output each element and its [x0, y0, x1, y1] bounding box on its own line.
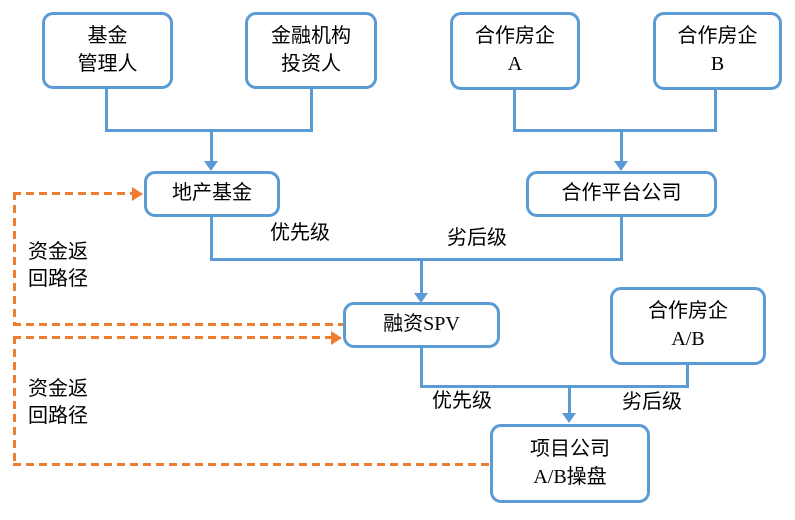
return-path-bottom-vertical [13, 336, 16, 466]
node-financing-spv: 融资SPV [343, 302, 500, 348]
label-return-path-bottom: 资金返 回路径 [28, 378, 88, 427]
arrowhead-right-icon [331, 331, 342, 345]
arrowhead-down-icon [562, 413, 576, 423]
connector-fund-manager-down [105, 88, 108, 132]
node-project-company: 项目公司 A/B操盘 [490, 424, 650, 503]
arrowhead-down-icon [614, 161, 628, 171]
return-path-top-from-spv [13, 323, 343, 326]
label-return-path-top: 资金返 回路径 [28, 241, 88, 290]
node-real-estate-fund: 地产基金 [144, 171, 280, 217]
label-junior-tranche-bottom: 劣后级 [622, 391, 682, 413]
connector-platform-down [620, 215, 623, 261]
return-path-top-to-fund [13, 192, 132, 195]
connector-into-project-company [568, 385, 571, 416]
label-junior-tranche-top: 劣后级 [447, 227, 507, 249]
arrowhead-right-icon [132, 187, 143, 201]
node-platform-company: 合作平台公司 [526, 171, 717, 217]
connector-fund-down [210, 215, 213, 261]
connector-into-platform-company [620, 129, 623, 163]
return-path-bottom-from-project [13, 463, 490, 466]
connector-mid-merge [210, 258, 623, 261]
connector-investor-down [310, 88, 313, 132]
connector-bottom-merge [420, 385, 689, 388]
connector-partner-ab-down [686, 363, 689, 388]
arrowhead-down-icon [414, 293, 428, 303]
connector-top-right-merge [513, 129, 717, 132]
label-senior-tranche-bottom: 优先级 [432, 390, 492, 412]
node-fund-manager: 基金 管理人 [42, 12, 173, 89]
connector-partner-b-down [714, 88, 717, 132]
node-partner-developer-b: 合作房企 B [653, 12, 782, 90]
connector-top-left-merge [105, 129, 313, 132]
connector-spv-down [420, 346, 423, 388]
node-financial-investor: 金融机构 投资人 [245, 12, 377, 89]
connector-into-real-estate-fund [210, 129, 213, 163]
return-path-top-vertical [13, 192, 16, 326]
label-senior-tranche-top: 优先级 [270, 222, 330, 244]
connector-into-financing-spv [420, 258, 423, 295]
node-partner-developer-a: 合作房企 A [450, 12, 580, 90]
node-partner-developer-ab: 合作房企 A/B [610, 287, 766, 365]
arrowhead-down-icon [204, 161, 218, 171]
return-path-bottom-to-spv [13, 336, 331, 339]
connector-partner-a-down [513, 88, 516, 132]
